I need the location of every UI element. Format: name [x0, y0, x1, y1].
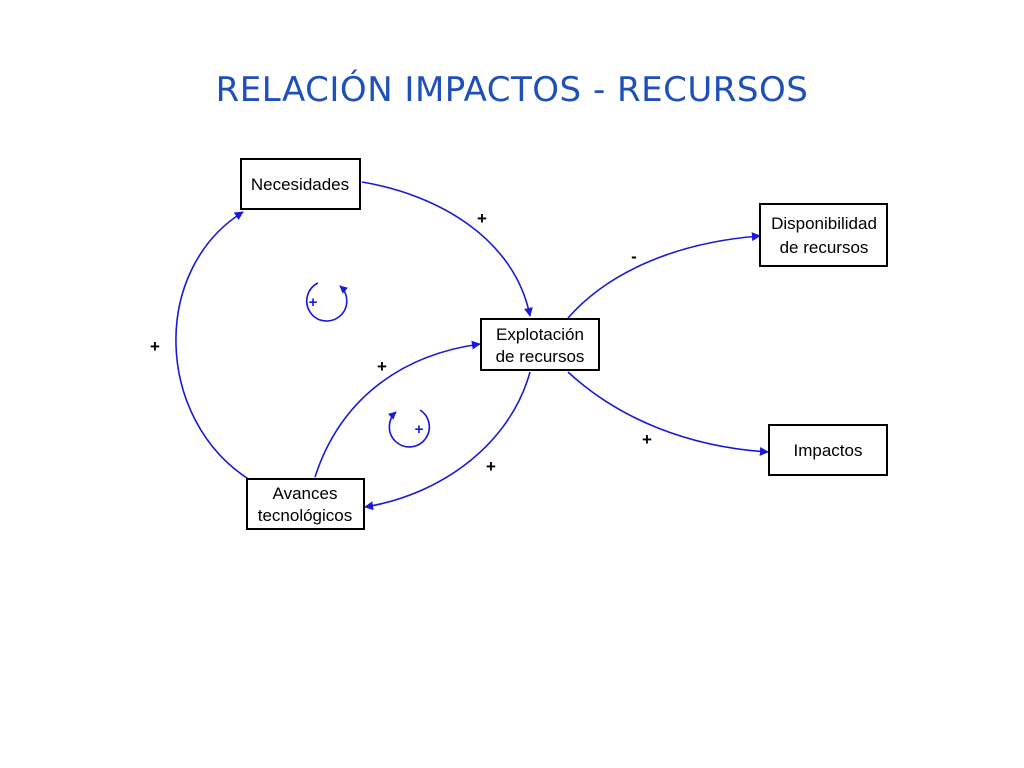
link-explotacion-avances — [364, 371, 531, 511]
link-avances-necesidades — [175, 211, 251, 481]
sign-explotacion-avances: + — [486, 457, 496, 476]
node-impactos-label: Impactos — [794, 441, 863, 460]
node-explotacion: Explotación de recursos — [480, 318, 600, 371]
node-disponibilidad: Disponibilidad de recursos — [759, 203, 888, 267]
node-explotacion-label-line1: Explotación — [496, 325, 584, 344]
link-necesidades-explotacion — [361, 181, 533, 317]
node-necesidades-label: Necesidades — [251, 175, 349, 194]
page-title: RELACIÓN IMPACTOS - RECURSOS — [215, 70, 809, 110]
sign-explotacion-impactos: + — [642, 430, 652, 449]
node-explotacion-label-line2: de recursos — [496, 347, 585, 366]
node-necesidades: Necesidades — [240, 158, 361, 210]
sign-avances-necesidades: + — [150, 337, 160, 356]
link-avances-explotacion — [314, 340, 481, 478]
loop-sign-lower: + — [415, 421, 424, 438]
loop-sign-upper: + — [309, 294, 318, 311]
node-impactos: Impactos — [768, 424, 888, 476]
sign-necesidades-explotacion: + — [477, 209, 487, 228]
node-avances: Avances tecnológicos — [246, 478, 365, 530]
node-disponibilidad-label-line1: Disponibilidad — [771, 214, 877, 233]
node-disponibilidad-label-line2: de recursos — [780, 238, 869, 257]
node-avances-label-line2: tecnológicos — [258, 506, 353, 525]
sign-explotacion-disponibilidad: - — [631, 247, 637, 266]
link-explotacion-disponibilidad — [567, 232, 761, 319]
loop-indicator-lower — [387, 409, 431, 448]
loop-indicator-upper — [305, 282, 349, 322]
link-explotacion-impactos — [567, 371, 769, 456]
sign-avances-explotacion: + — [377, 357, 387, 376]
node-avances-label-line1: Avances — [273, 484, 338, 503]
